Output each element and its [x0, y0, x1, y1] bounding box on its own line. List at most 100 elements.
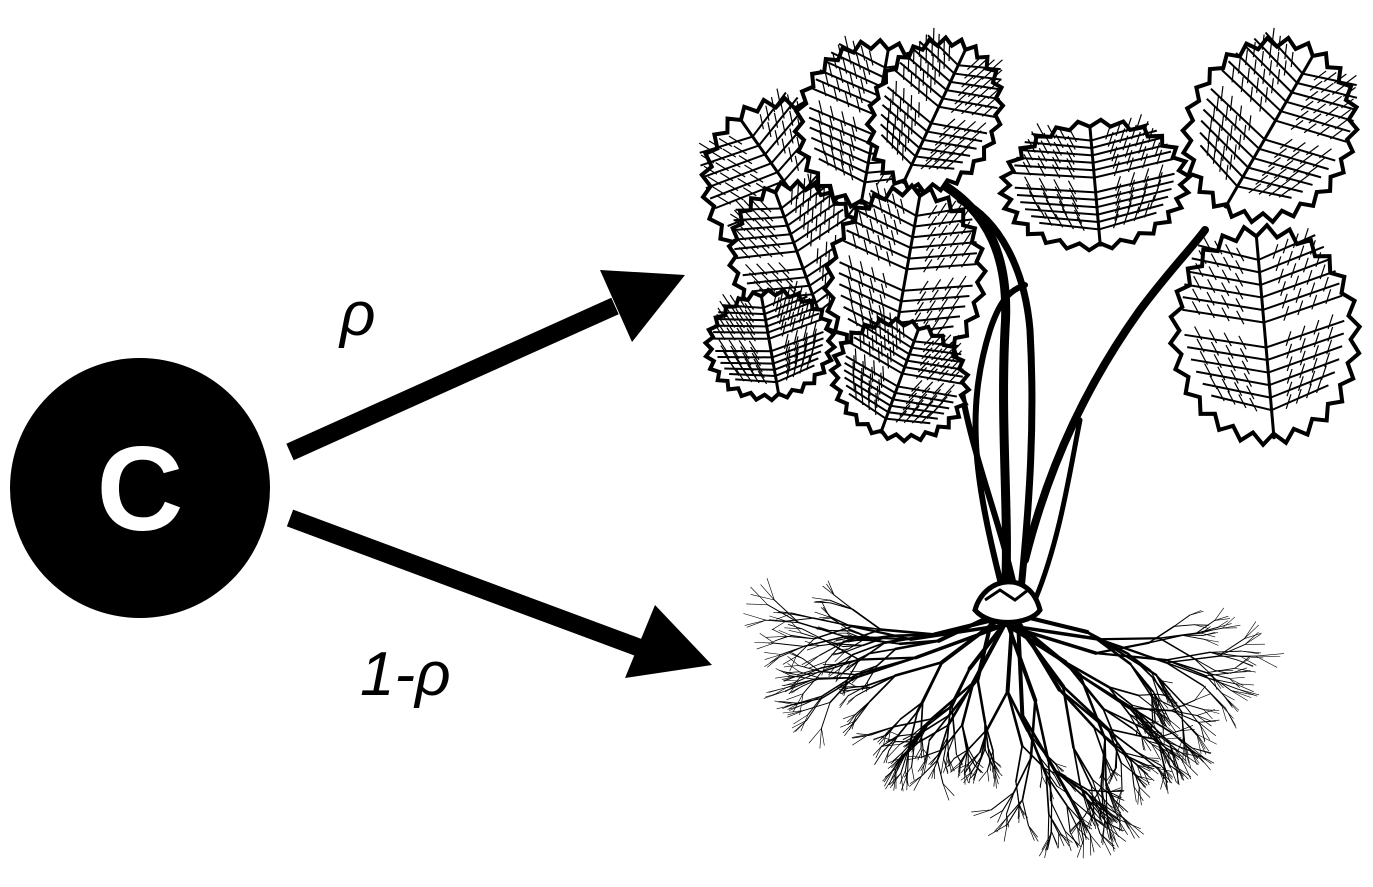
root-line	[928, 768, 934, 779]
root-line	[790, 653, 803, 658]
root-line	[809, 728, 821, 743]
root-line	[779, 630, 792, 635]
root-line	[1204, 639, 1219, 642]
root-line	[767, 636, 787, 637]
root-line	[1138, 787, 1139, 804]
root-line	[757, 643, 774, 649]
root-line	[842, 644, 863, 645]
root-line	[1100, 833, 1111, 855]
root-line	[1204, 639, 1218, 645]
leaf	[1161, 218, 1369, 452]
root-line	[770, 655, 781, 663]
root-line	[765, 657, 780, 667]
root-line	[918, 749, 923, 760]
arrow-to-roots	[290, 518, 712, 678]
root-line	[761, 585, 775, 600]
root-line	[1203, 686, 1225, 709]
root-line	[1124, 819, 1143, 835]
root-line	[1197, 710, 1215, 716]
root-line	[840, 696, 848, 706]
root-line	[772, 621, 786, 630]
root-line	[791, 613, 813, 618]
root-line	[888, 719, 901, 734]
root-line	[915, 748, 921, 758]
root-line	[789, 687, 802, 694]
root-line	[1201, 725, 1205, 740]
root-line	[1049, 814, 1061, 834]
root-line	[815, 600, 830, 602]
edge-label-one-minus-rho: 1-ρ	[360, 640, 451, 709]
root-line	[774, 643, 804, 646]
root-line	[1171, 711, 1197, 716]
root-line	[767, 578, 774, 600]
root-line	[1007, 800, 1022, 825]
root-line	[988, 770, 989, 781]
root-line	[1235, 656, 1250, 668]
root-line	[820, 728, 822, 748]
root-line	[1190, 611, 1201, 616]
strawberry-plant-illustration	[666, 6, 1373, 858]
root-line	[1022, 758, 1031, 800]
root-line	[876, 747, 882, 758]
root-line	[1174, 625, 1194, 627]
root-line	[847, 696, 856, 705]
root-line	[1226, 698, 1238, 710]
plant-leaves	[666, 6, 1373, 460]
root-line	[1056, 764, 1064, 770]
root-line	[1028, 826, 1038, 842]
root-line	[1174, 615, 1190, 626]
root-line	[971, 752, 980, 765]
root-line	[822, 702, 831, 728]
root-line	[1226, 709, 1237, 729]
root-line	[1222, 693, 1233, 707]
root-line	[1235, 668, 1256, 672]
root-line	[807, 646, 820, 650]
root-line	[1218, 621, 1228, 628]
root-line	[764, 652, 781, 654]
root-line	[787, 672, 799, 673]
root-line	[1171, 732, 1192, 748]
root-line	[888, 744, 900, 756]
root-line	[1256, 654, 1284, 657]
leaf	[995, 111, 1196, 258]
root-line	[1124, 819, 1134, 839]
root-line	[1103, 777, 1114, 800]
root-line	[774, 600, 798, 623]
root-line	[1004, 825, 1007, 842]
edge-label-rho: ρ	[338, 280, 376, 349]
root-line	[760, 633, 774, 643]
root-line	[995, 818, 1007, 831]
plant-crown	[975, 582, 1040, 623]
root-line	[943, 784, 954, 796]
root-line	[1070, 833, 1078, 846]
root-line	[873, 747, 881, 756]
root-line	[941, 759, 944, 774]
root-line	[853, 643, 885, 655]
root-line	[974, 767, 977, 778]
root-line	[830, 600, 853, 609]
root-line	[932, 768, 935, 778]
root-line	[987, 691, 1007, 729]
root-line	[978, 749, 985, 767]
root-line	[927, 707, 951, 723]
root-line	[978, 679, 985, 722]
root-line	[747, 620, 766, 627]
root-line	[1182, 759, 1198, 775]
root-line	[937, 760, 943, 783]
root-line	[765, 655, 781, 660]
leaf	[1149, 6, 1373, 254]
root-line	[1166, 652, 1210, 660]
root-line	[897, 742, 919, 743]
root-line	[787, 694, 803, 700]
root-line	[1210, 651, 1241, 652]
root-line	[1241, 656, 1264, 658]
root-line	[746, 604, 767, 605]
root-line	[1229, 677, 1244, 678]
root-line	[812, 598, 830, 601]
carbon-node: C	[10, 358, 270, 618]
root-line	[1171, 711, 1199, 723]
root-line	[1183, 703, 1204, 709]
root-line	[1222, 693, 1234, 700]
root-line	[1197, 716, 1211, 726]
